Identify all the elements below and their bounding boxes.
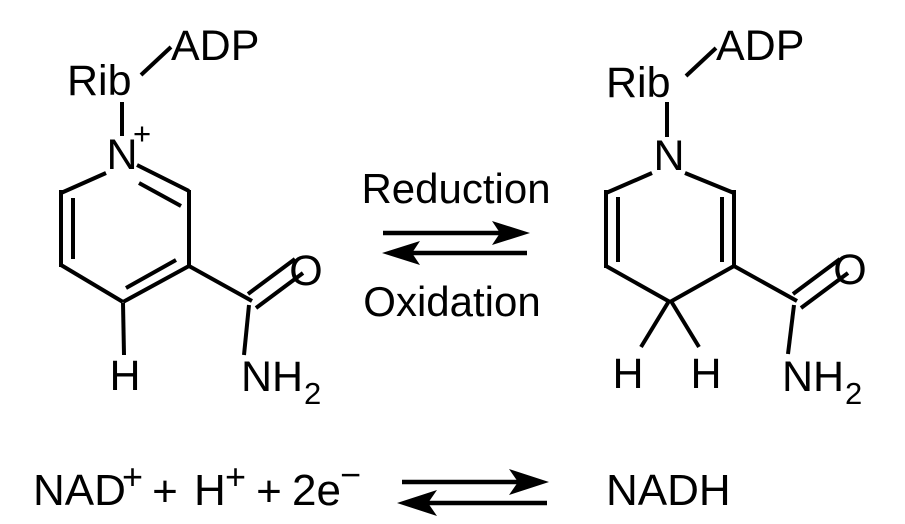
reverse-arrow-head (382, 241, 420, 265)
ring-bond-c4-c3 (669, 264, 735, 304)
double-bond-inner-c4-c3 (125, 258, 177, 290)
bond-c3-carbonyl (733, 264, 798, 303)
positive-charge: + (133, 116, 151, 151)
equation-reverse-arrow-head (397, 490, 437, 516)
net-equation: NAD + + H + + 2e − NADH (33, 454, 731, 516)
equation-electrons: 2e (292, 466, 341, 515)
equation-electrons-charge: − (340, 454, 361, 495)
equation-nad-charge: + (122, 456, 143, 497)
nadh-structure: Rib ADP N H H O NH 2 (604, 22, 867, 411)
double-bond-inner-c2-n (138, 181, 182, 208)
c4-hydrogen-label: H (109, 352, 140, 400)
bond-rib-adp (684, 46, 718, 78)
nad-plus-structure: Rib ADP N + H O NH 2 (59, 22, 323, 411)
equation-proton-charge: + (225, 456, 246, 497)
bond-c4-h-left (639, 299, 671, 349)
oxygen-label: O (833, 246, 866, 294)
amide-label: NH (241, 353, 303, 401)
ring-bond-c2-n (136, 163, 190, 193)
equation-proton: H (194, 466, 226, 515)
oxygen-label: O (289, 247, 322, 295)
ring-bond-c5-c4 (605, 264, 671, 304)
reaction-arrows: Reduction Oxidation (361, 165, 550, 325)
adp-label: ADP (171, 22, 259, 70)
amide-subscript: 2 (304, 376, 321, 411)
equation-nad: NAD (33, 466, 126, 515)
bond-carbonyl-amide (242, 304, 251, 356)
ring-bond-n-c6 (60, 171, 107, 195)
equation-forward-arrow-head (509, 469, 549, 495)
double-bond-co-1 (246, 257, 297, 296)
amide-subscript: 2 (845, 376, 862, 411)
forward-arrow-head (492, 221, 530, 245)
equation-product: NADH (606, 466, 731, 515)
bond-carbonyl-amide (786, 304, 796, 355)
equation-plus-2: + (256, 467, 282, 516)
ring-bond-c5-c4 (59, 263, 125, 304)
equation-plus-1: + (152, 467, 178, 516)
bond-c3-carbonyl (188, 264, 253, 303)
bond-c4-h (121, 302, 126, 356)
rib-label: Rib (606, 59, 671, 107)
amide-label: NH (782, 353, 844, 401)
adp-label: ADP (716, 22, 804, 70)
ring-bond-n-c6 (605, 171, 653, 195)
ring-nitrogen: N (653, 132, 684, 180)
bond-c4-h-right (669, 299, 701, 349)
double-bond-co-1 (791, 257, 842, 296)
ring-bond-c4-c3 (122, 264, 190, 304)
c4-hydrogen-right-label: H (690, 350, 721, 398)
ring-nitrogen: N (106, 131, 137, 179)
rib-label: Rib (67, 57, 132, 105)
reduction-label: Reduction (361, 165, 550, 212)
oxidation-label: Oxidation (363, 278, 540, 325)
ring-bond-n-c2 (684, 171, 735, 195)
bond-rib-adp (139, 45, 173, 77)
c4-hydrogen-left-label: H (612, 350, 643, 398)
double-bond-co-2 (799, 271, 850, 310)
double-bond-co-2 (254, 271, 305, 310)
